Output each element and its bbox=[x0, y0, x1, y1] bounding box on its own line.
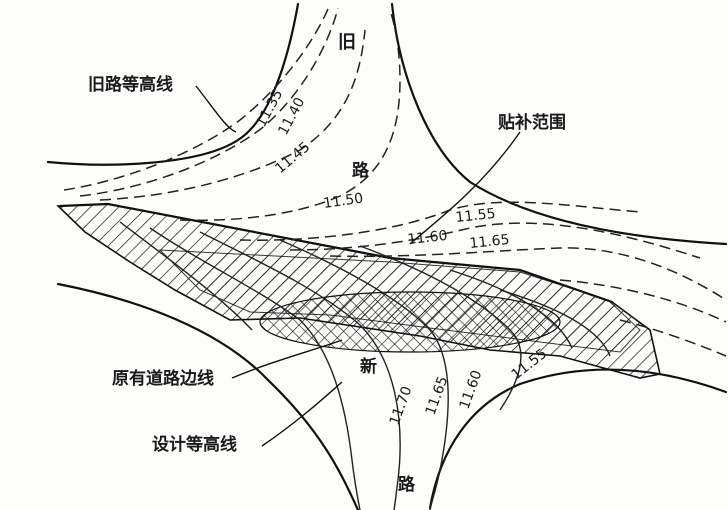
leader-old-contour bbox=[195, 85, 237, 133]
old-road-edge-right bbox=[390, 2, 728, 246]
design-contour-1165 bbox=[199, 231, 401, 510]
callout-design-contour: 设计等高线 bbox=[152, 434, 237, 455]
design-contour-1155 bbox=[359, 245, 522, 411]
patch-overlap-zone bbox=[259, 291, 561, 353]
lower-road-edge-right bbox=[428, 368, 728, 510]
leader-design-contour bbox=[261, 381, 343, 447]
callout-existing-edge: 原有道路边线 bbox=[112, 368, 214, 389]
design-contour-a bbox=[119, 221, 253, 331]
leader-patch-range bbox=[409, 131, 521, 245]
design-contour-value: 11.70 bbox=[387, 384, 416, 427]
road-label-old-top: 旧 bbox=[338, 32, 356, 53]
leader-existing-edge bbox=[231, 339, 343, 379]
old-contour-value: 11.60 bbox=[407, 228, 449, 248]
old-contour-value: 11.55 bbox=[455, 206, 497, 226]
callout-old-contour: 旧路等高线 bbox=[88, 74, 173, 95]
design-contour-value: 11.60 bbox=[457, 368, 486, 411]
old-contour-1145 bbox=[99, 29, 366, 201]
old-contour-1165 bbox=[329, 247, 727, 301]
design-contour-value: 11.65 bbox=[423, 374, 452, 417]
old-contour-extra bbox=[559, 279, 727, 323]
old-contour-value: 11.45 bbox=[272, 139, 313, 177]
design-contour-b bbox=[449, 269, 573, 349]
old-contour-1140 bbox=[79, 7, 339, 197]
design-contour-c bbox=[499, 289, 611, 357]
callout-patch-range: 贴补范围 bbox=[498, 112, 566, 133]
old-contour-1160 bbox=[289, 222, 701, 259]
old-contour-value: 11.50 bbox=[322, 191, 364, 212]
old-contour-1150 bbox=[179, 9, 401, 222]
old-contour-extra-2 bbox=[619, 319, 727, 357]
design-contour-1170 bbox=[149, 227, 361, 510]
road-label-old-mid: 路 bbox=[352, 160, 370, 181]
design-contour-1160 bbox=[279, 239, 449, 510]
road-label-new-mid: 新 bbox=[360, 356, 377, 377]
old-contour-value: 11.65 bbox=[469, 232, 511, 252]
road-label-new-bottom: 路 bbox=[398, 474, 416, 495]
old-contour-1135 bbox=[63, 3, 331, 191]
old-road-edge-left bbox=[46, 2, 300, 166]
lower-road-edge-left bbox=[56, 282, 360, 510]
